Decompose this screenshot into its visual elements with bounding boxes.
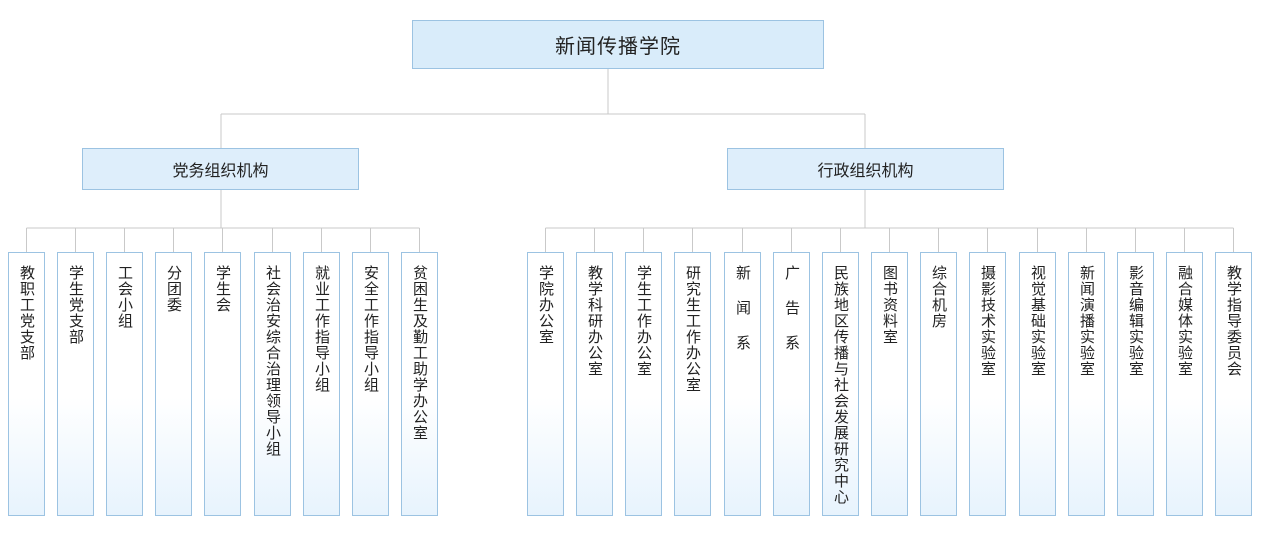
leaf-party-3: 分团委: [155, 252, 192, 516]
leaf-admin-8: 综合机房: [920, 252, 957, 516]
leaf-admin-14: 教学指导委员会: [1215, 252, 1252, 516]
leaf-party-4: 学生会: [204, 252, 241, 516]
leaf-party-6: 就业工作指导小组: [303, 252, 340, 516]
branch-party: 党务组织机构: [82, 148, 359, 190]
leaf-party-8: 贫困生及勤工助学办公室: [401, 252, 438, 516]
leaf-admin-6: 民族地区传播与社会发展研究中心: [822, 252, 859, 516]
leaf-admin-2: 学生工作办公室: [625, 252, 662, 516]
leaf-admin-11: 新闻演播实验室: [1068, 252, 1105, 516]
leaf-admin-7: 图书资料室: [871, 252, 908, 516]
leaf-party-5: 社会治安综合治理领导小组: [254, 252, 291, 516]
leaf-admin-1: 教学科研办公室: [576, 252, 613, 516]
leaf-admin-5: 广 告 系: [773, 252, 810, 516]
leaf-party-7: 安全工作指导小组: [352, 252, 389, 516]
branch-admin: 行政组织机构: [727, 148, 1004, 190]
leaf-party-1: 学生党支部: [57, 252, 94, 516]
leaf-party-0: 教职工党支部: [8, 252, 45, 516]
leaf-party-2: 工会小组: [106, 252, 143, 516]
root-node: 新闻传播学院: [412, 20, 824, 69]
leaf-admin-13: 融合媒体实验室: [1166, 252, 1203, 516]
leaf-admin-4: 新 闻 系: [724, 252, 761, 516]
leaf-admin-10: 视觉基础实验室: [1019, 252, 1056, 516]
leaf-admin-3: 研究生工作办公室: [674, 252, 711, 516]
leaf-admin-9: 摄影技术实验室: [969, 252, 1006, 516]
leaf-admin-12: 影音编辑实验室: [1117, 252, 1154, 516]
leaf-admin-0: 学院办公室: [527, 252, 564, 516]
